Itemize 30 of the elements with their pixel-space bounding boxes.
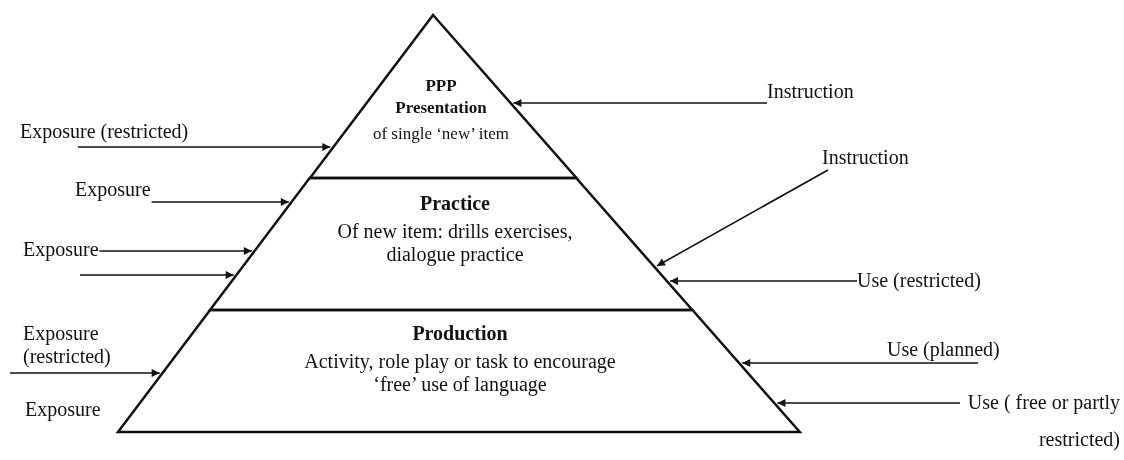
arrow: [9, 369, 161, 377]
level-heading: PPP: [424, 76, 458, 96]
arrow-label: Exposure (restricted): [20, 120, 189, 143]
arrow: [150, 198, 290, 206]
arrow-label: Exposure (restricted): [10, 322, 141, 368]
arrow: [77, 143, 332, 151]
arrow-label: Instruction: [822, 146, 909, 169]
arrow-label: Use (restricted): [857, 269, 981, 292]
arrow-label: Exposure: [75, 178, 151, 201]
arrow-label: Exposure: [23, 238, 99, 261]
pyramid-level: [307, 13, 579, 180]
pyramid-level: [116, 308, 802, 434]
level-description: Of new item: drills exercises, dialogue practice: [336, 220, 574, 266]
arrow: [79, 271, 235, 279]
level-heading: Practice: [419, 192, 491, 215]
pyramid-level: [208, 176, 695, 312]
level-heading: Production: [411, 322, 509, 345]
level-description: of single ‘new’ item: [371, 124, 511, 144]
arrow: [669, 277, 858, 285]
arrow-label: Exposure: [25, 398, 101, 421]
arrow: [98, 247, 253, 255]
level-description: Activity, role play or task to encourage ‘free’ use of language: [303, 350, 617, 396]
arrow: [656, 169, 829, 267]
arrow: [741, 359, 979, 367]
arrow-label: Instruction: [767, 80, 854, 103]
arrow: [776, 399, 961, 407]
level-heading: Presentation: [394, 98, 488, 118]
arrow-label: Use (planned): [887, 338, 1000, 361]
arrow: [512, 99, 768, 107]
arrow-label: Use ( free or partly restricted): [960, 384, 1120, 458]
